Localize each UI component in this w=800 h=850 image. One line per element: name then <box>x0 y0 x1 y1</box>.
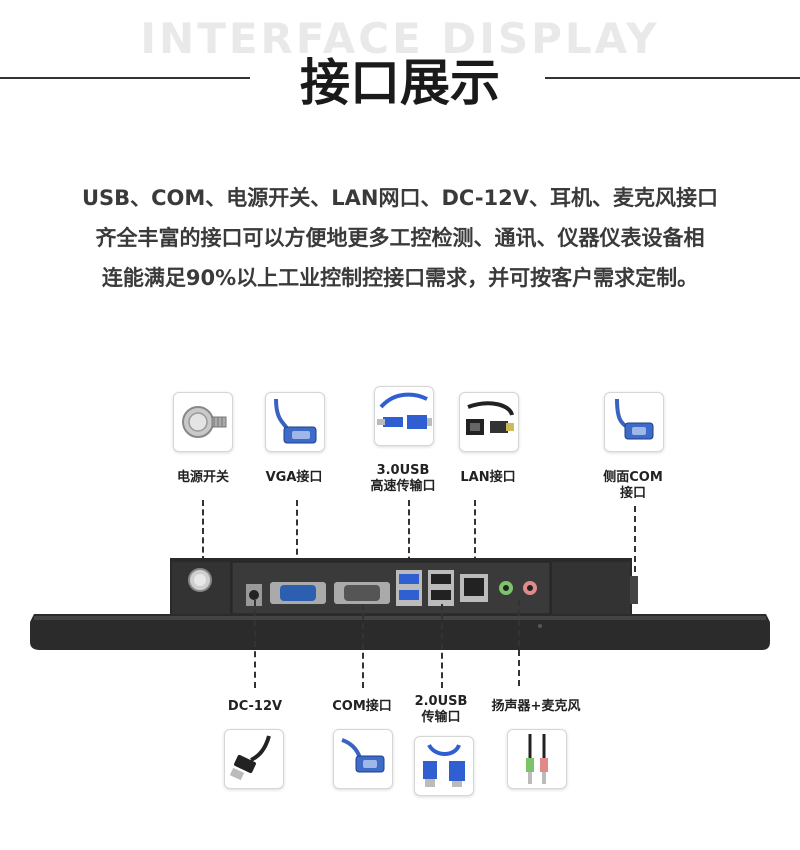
label-usb2: 2.0USB 传输口 <box>386 694 496 726</box>
dc-power-plug-icon <box>224 729 284 789</box>
label-side-com-line2: 接口 <box>619 486 646 501</box>
connector-com <box>362 604 364 688</box>
connector-power-switch <box>202 500 204 562</box>
label-power-switch: 电源开关 <box>176 470 229 485</box>
vga-cable-icon <box>265 392 325 452</box>
connector-dc <box>254 600 256 688</box>
side-com-cable-icon <box>604 392 664 452</box>
label-usb3-line2: 高速传输口 <box>370 479 436 494</box>
title-rule-right <box>545 77 800 79</box>
label-usb2-line2: 传输口 <box>421 710 461 725</box>
usb2-cable-icon <box>414 736 474 796</box>
connector-usb2 <box>441 604 443 688</box>
label-usb2-line1: 2.0USB <box>414 694 468 709</box>
description: USB、COM、电源开关、LAN网口、DC-12V、耳机、麦克风接口 齐全丰富的… <box>20 178 780 298</box>
label-usb3-line1: 3.0USB <box>376 463 430 478</box>
label-lan: LAN接口 <box>460 470 516 485</box>
description-line-1: USB、COM、电源开关、LAN网口、DC-12V、耳机、麦克风接口 <box>81 186 719 210</box>
connector-lan <box>474 500 476 572</box>
title-rule-left <box>0 77 250 79</box>
description-line-2: 齐全丰富的接口可以方便地更多工控检测、通讯、仪器仪表设备相 <box>95 226 705 250</box>
label-dc: DC-12V <box>227 699 283 714</box>
com-cable-icon <box>333 729 393 789</box>
connector-usb3 <box>408 500 410 572</box>
label-usb3: 3.0USB 高速传输口 <box>348 463 458 495</box>
lan-cable-icon <box>459 392 519 452</box>
power-switch-icon <box>173 392 233 452</box>
label-vga: VGA接口 <box>265 470 323 485</box>
panel-device <box>0 550 800 660</box>
description-line-3: 连能满足90%以上工业控制控接口需求，并可按客户需求定制。 <box>101 266 699 290</box>
label-com: COM接口 <box>332 699 392 714</box>
connector-side-com <box>634 506 636 582</box>
audio-jack-icon <box>507 729 567 789</box>
connector-audio <box>518 600 520 686</box>
label-side-com: 侧面COM 接口 <box>578 470 688 502</box>
page-title: 接口展示 <box>300 54 500 112</box>
background-title: INTERFACE DISPLAY <box>140 14 660 63</box>
usb3-cable-icon <box>374 386 434 446</box>
label-audio: 扬声器+麦克风 <box>491 699 581 714</box>
connector-vga <box>296 500 298 584</box>
label-side-com-line1: 侧面COM <box>603 470 663 485</box>
